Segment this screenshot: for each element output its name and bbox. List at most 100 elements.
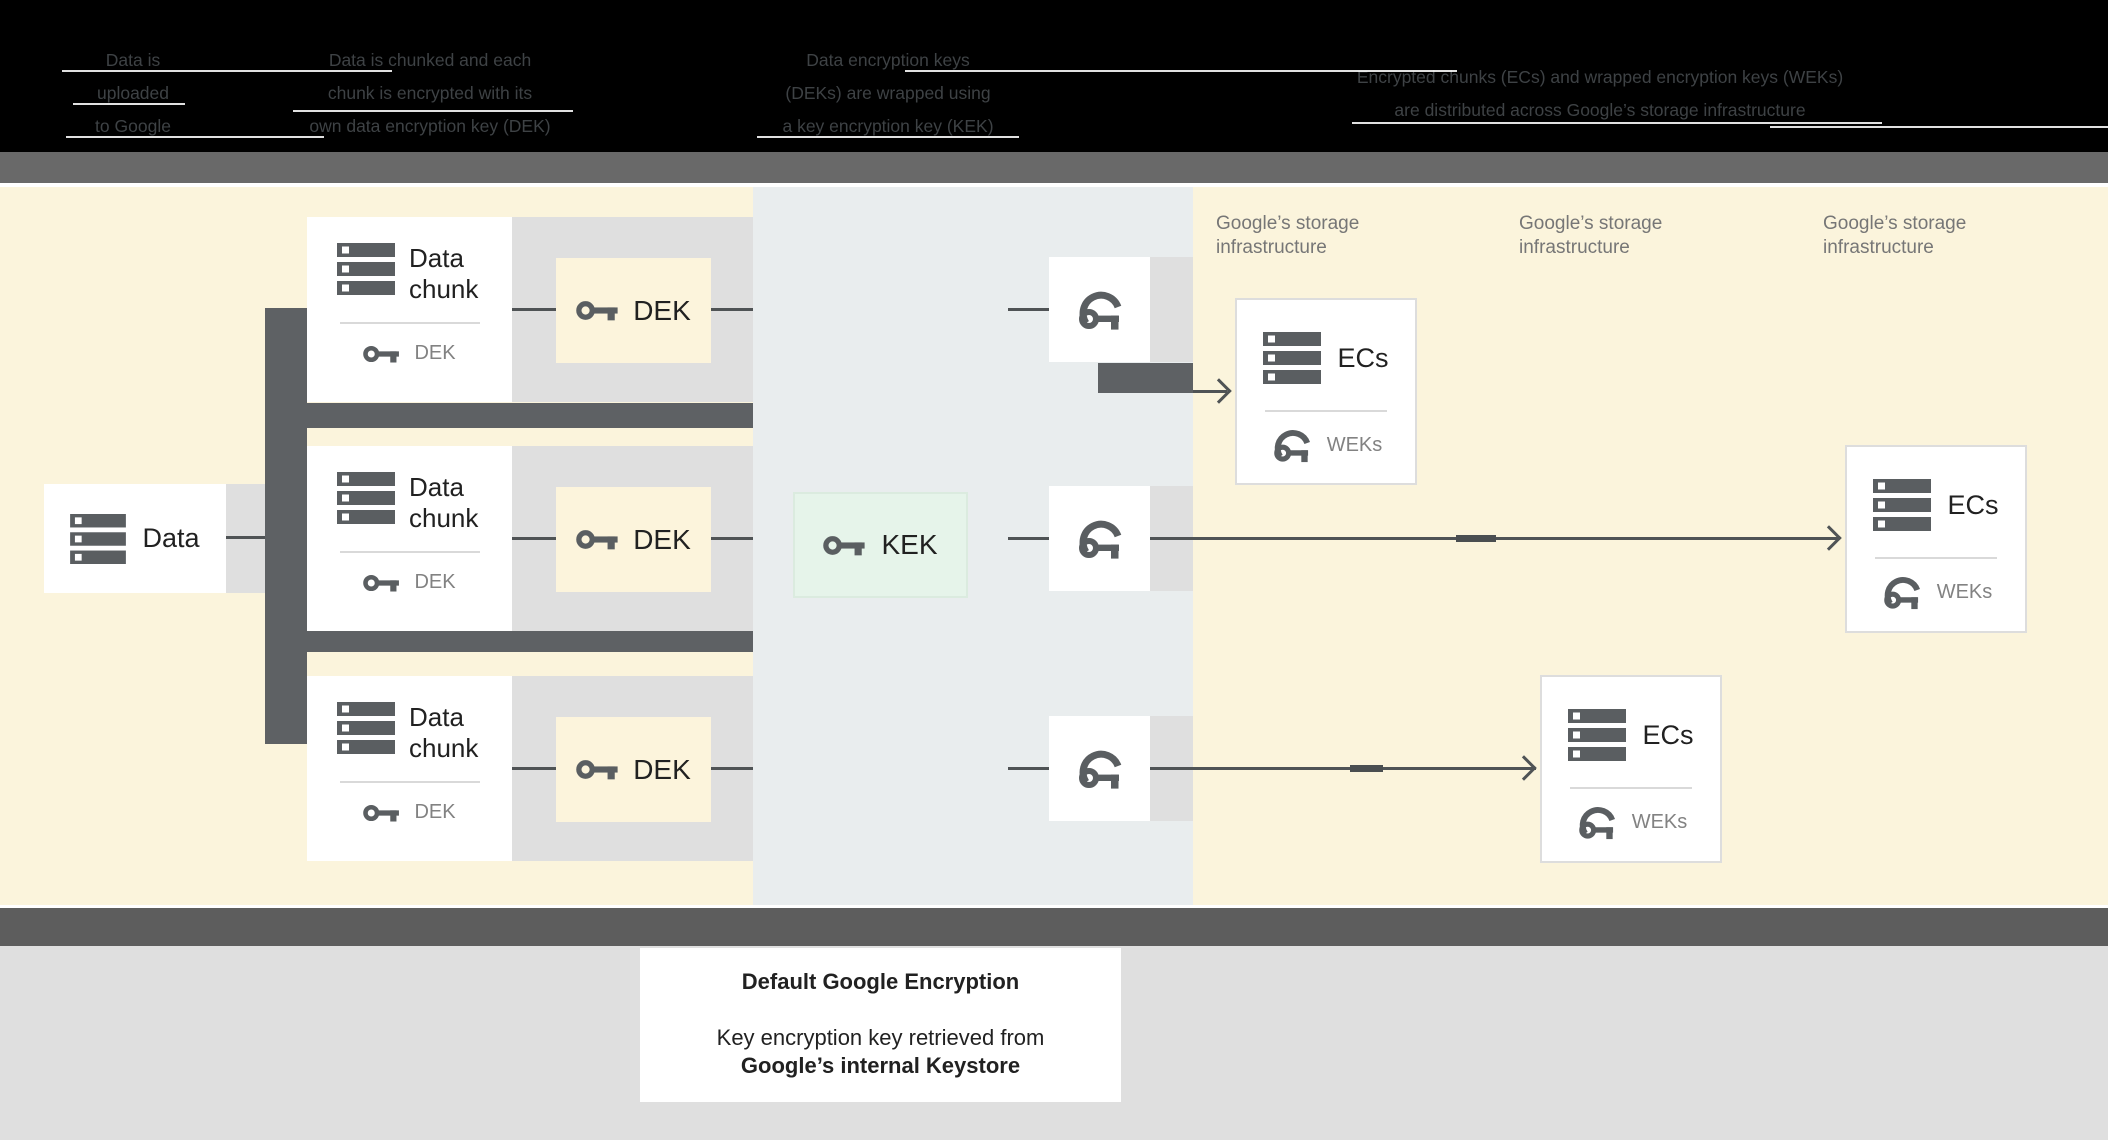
storage-label-line: infrastructure <box>1216 237 1327 258</box>
branch-bar-1 <box>265 403 753 428</box>
dek-key-label: DEK <box>414 571 456 593</box>
caption-step2: Data is chunked and each chunk is encryp… <box>270 44 590 143</box>
ecs-title-row: ECs <box>1237 332 1415 384</box>
wrapped-key-icon <box>1074 287 1126 333</box>
storage-stack-icon <box>337 702 395 754</box>
divider <box>1265 410 1387 412</box>
dek-box-label: DEK <box>633 523 691 555</box>
footer-title: Default Google Encryption <box>741 969 1020 994</box>
connector <box>711 537 753 540</box>
dek-box-label: DEK <box>633 753 691 785</box>
artifact-line <box>905 70 1457 72</box>
kek-box: KEK <box>793 492 968 598</box>
ecs-card-1: ECs WEKs <box>1235 298 1417 485</box>
data-chunk-card-2: Data chunk DEK <box>307 446 512 631</box>
caption-step4: Encrypted chunks (ECs) and wrapped encry… <box>1260 61 1940 127</box>
weks-label: WEKs <box>1326 434 1383 456</box>
weks-row: WEKs <box>1542 803 1720 842</box>
arrow-line <box>1150 767 1536 770</box>
data-chunk-label: Data chunk <box>409 243 479 304</box>
top-gray-band <box>0 152 2108 183</box>
artifact-line <box>66 136 324 138</box>
dek-box-label: DEK <box>633 294 691 326</box>
trunk-bar <box>265 308 307 744</box>
connector <box>512 308 556 311</box>
wrapped-key-icon <box>1270 426 1314 465</box>
dek-key-row: DEK <box>307 342 512 365</box>
wrapped-key-icon <box>1074 746 1126 792</box>
dek-key-row: DEK <box>307 801 512 824</box>
arrow-thick-segment <box>1456 535 1496 542</box>
storage-label-line: Google’s storage <box>1519 213 1663 234</box>
storage-stack-icon <box>70 513 127 564</box>
key-icon <box>576 299 620 322</box>
wrapped-key-icon <box>1880 573 1924 612</box>
key-icon <box>823 534 867 557</box>
artifact-line <box>1352 122 1882 124</box>
storage-stack-icon <box>1873 479 1932 531</box>
connector <box>1008 767 1049 770</box>
divider <box>340 781 480 783</box>
connector <box>512 767 556 770</box>
data-chunk-card-3: Data chunk DEK <box>307 676 512 861</box>
caption-line: Data is <box>105 50 161 70</box>
storage-label-line: infrastructure <box>1519 237 1630 258</box>
artifact-line <box>1770 126 2108 128</box>
wrapped-key-icon <box>1074 516 1126 562</box>
bottom-dark-band <box>0 908 2108 946</box>
divider <box>1875 557 1997 559</box>
caption-line: uploaded <box>96 83 170 103</box>
connector <box>711 308 753 311</box>
caption-line: own data encryption key (DEK) <box>309 116 551 136</box>
caption-line: Data encryption keys <box>806 50 970 70</box>
ecs-label: ECs <box>1947 489 1999 520</box>
ecs-label: ECs <box>1642 719 1694 750</box>
caption-line: Data is chunked and each <box>328 50 532 70</box>
connector <box>711 767 753 770</box>
artifact-line <box>757 136 1019 138</box>
storage-label-2: Google’s storage infrastructure <box>1519 212 1759 260</box>
caption-line: a key encryption key (KEK) <box>782 116 994 136</box>
caption-step1: Data is uploaded to Google <box>33 44 233 143</box>
ecs-title-row: ECs <box>1542 709 1720 761</box>
ecs-card-2: ECs WEKs <box>1845 445 2027 633</box>
connector-data-to-trunk <box>226 536 266 539</box>
caption-line: Encrypted chunks (ECs) and wrapped encry… <box>1356 67 1844 87</box>
wrapped-key-box-2 <box>1049 486 1150 591</box>
wrapped-key-icon <box>1575 803 1619 842</box>
caption-step3: Data encryption keys (DEKs) are wrapped … <box>728 44 1048 143</box>
storage-stack-icon <box>1568 709 1627 761</box>
footer-line2: Google’s internal Keystore <box>740 1053 1021 1078</box>
dek-key-row: DEK <box>307 571 512 594</box>
weks-row: WEKs <box>1847 573 2025 612</box>
data-chunk-label: Data chunk <box>409 472 479 533</box>
key-icon <box>363 344 401 364</box>
storage-label-3: Google’s storage infrastructure <box>1823 212 2063 260</box>
divider <box>340 551 480 553</box>
divider <box>1570 787 1692 789</box>
storage-label-line: Google’s storage <box>1823 213 1967 234</box>
connector <box>1008 537 1049 540</box>
caption-line: chunk is encrypted with its <box>327 83 533 103</box>
key-box-gray-band <box>1150 257 1193 362</box>
footer-line1: Key encryption key retrieved from <box>716 1025 1045 1050</box>
weks-label: WEKs <box>1936 581 1993 603</box>
top-black-band <box>0 0 2108 152</box>
thick-connector-bar <box>1098 363 1193 393</box>
dek-box-3: DEK <box>556 717 711 822</box>
ecs-card-3: ECs WEKs <box>1540 675 1722 863</box>
key-icon <box>576 528 620 551</box>
caption-line: (DEKs) are wrapped using <box>785 83 991 103</box>
kek-box-label: KEK <box>881 529 938 560</box>
data-chunk-card-1: Data chunk DEK <box>307 217 512 402</box>
connector <box>1008 308 1049 311</box>
dek-key-label: DEK <box>414 801 456 823</box>
dek-key-label: DEK <box>414 342 456 364</box>
artifact-line <box>73 103 185 105</box>
key-icon <box>363 803 401 823</box>
key-icon <box>363 573 401 593</box>
data-box: Data <box>44 484 226 593</box>
key-icon <box>576 758 620 781</box>
weks-row: WEKs <box>1237 426 1415 465</box>
